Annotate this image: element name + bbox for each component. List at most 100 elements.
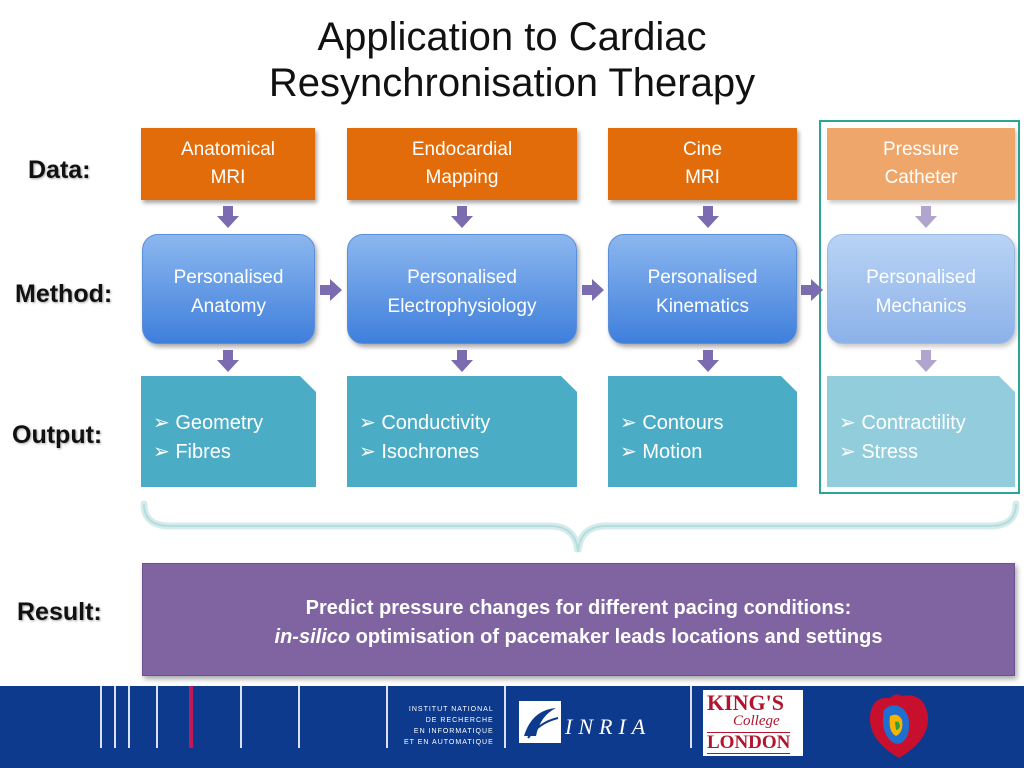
slide-title: Application to Cardiac Resynchronisation…	[0, 14, 1024, 106]
footer-divider	[690, 686, 692, 748]
curly-brace-icon	[140, 500, 1020, 553]
data-box-line-1: Endocardial	[411, 139, 513, 160]
arrow-down-icon	[451, 206, 473, 228]
result-line-1: Predict pressure changes for different p…	[305, 597, 852, 619]
output-box-anatomy: ➢ Geometry ➢ Fibres	[141, 376, 316, 487]
data-box-line-2: MRI	[685, 167, 720, 188]
method-box-mechanics: Personalised Mechanics	[827, 234, 1015, 344]
method-box-line-1: Personalised	[866, 267, 976, 288]
footer-bar: INSTITUT NATIONAL DE RECHERCHE EN INFORM…	[0, 686, 1024, 768]
footer-divider	[114, 686, 116, 748]
kcl-logo-line-2: College	[733, 713, 780, 729]
result-line-2: in-silico optimisation of pacemaker lead…	[143, 623, 1014, 652]
inria-institute-line: EN INFORMATIQUE	[413, 728, 494, 735]
output-item: ➢ Stress	[839, 438, 1015, 467]
data-box-line-2: Catheter	[884, 167, 958, 188]
output-item-label: Contractility	[861, 412, 966, 434]
title-line-1: Application to Cardiac	[317, 15, 707, 59]
arrow-right-icon	[320, 279, 342, 301]
output-item: ➢ Motion	[620, 438, 797, 467]
kcl-logo-line-1: KING'S	[707, 690, 785, 715]
row-label-method: Method:	[15, 280, 113, 308]
data-box-line-1: Anatomical	[181, 139, 275, 160]
row-label-output: Output:	[12, 421, 103, 449]
arrow-down-icon	[915, 206, 937, 228]
data-box-anatomical-mri: Anatomical MRI	[141, 128, 315, 200]
arrow-bullet-icon: ➢	[839, 441, 856, 463]
output-box-electrophysiology: ➢ Conductivity ➢ Isochrones	[347, 376, 577, 487]
method-box-line-1: Personalised	[647, 267, 758, 288]
footer-divider	[298, 686, 300, 748]
method-box-line-2: Anatomy	[191, 296, 266, 317]
output-item-label: Contours	[642, 412, 724, 434]
title-line-2: Resynchronisation Therapy	[268, 61, 756, 105]
data-box-line-2: Mapping	[425, 167, 499, 188]
data-box-line-1: Pressure	[882, 139, 960, 160]
inria-institute-line: INSTITUT NATIONAL	[408, 706, 494, 713]
data-box-pressure-catheter: Pressure Catheter	[827, 128, 1015, 200]
method-box-kinematics: Personalised Kinematics	[608, 234, 797, 344]
data-box-line-2: MRI	[210, 167, 246, 188]
output-item-label: Stress	[861, 441, 919, 463]
data-box-endocardial-mapping: Endocardial Mapping	[347, 128, 577, 200]
arrow-bullet-icon: ➢	[359, 412, 376, 434]
inria-emblem-icon	[519, 701, 561, 743]
arrow-bullet-icon: ➢	[839, 412, 856, 434]
output-item-label: Fibres	[175, 441, 231, 463]
output-item: ➢ Conductivity	[359, 409, 577, 438]
data-box-cine-mri: Cine MRI	[608, 128, 797, 200]
output-item-label: Geometry	[175, 412, 264, 434]
output-item-label: Conductivity	[381, 412, 491, 434]
arrow-down-icon	[915, 350, 937, 372]
method-box-anatomy: Personalised Anatomy	[142, 234, 315, 344]
mechanics-highlight-frame	[819, 120, 1020, 494]
heart-model-icon	[869, 694, 929, 758]
arrow-down-icon	[697, 350, 719, 372]
output-box-mechanics: ➢ Contractility ➢ Stress	[827, 376, 1015, 487]
result-line-2-rest: optimisation of pacemaker leads location…	[350, 626, 883, 648]
arrow-bullet-icon: ➢	[153, 441, 170, 463]
inria-wordmark: INRIA	[565, 714, 652, 739]
result-italic-term: in-silico	[274, 626, 351, 648]
method-box-line-2: Mechanics	[875, 296, 967, 317]
arrow-down-icon	[217, 350, 239, 372]
footer-divider	[156, 686, 158, 748]
method-box-electrophysiology: Personalised Electrophysiology	[347, 234, 577, 344]
footer-divider	[386, 686, 388, 748]
arrow-right-icon	[582, 279, 604, 301]
arrow-bullet-icon: ➢	[153, 412, 170, 434]
footer-accent-divider	[189, 686, 193, 748]
arrow-down-icon	[217, 206, 239, 228]
arrow-right-icon	[801, 279, 823, 301]
kcl-logo-line-3: LONDON	[707, 732, 791, 754]
inria-institute-line: DE RECHERCHE	[425, 717, 494, 724]
output-item: ➢ Geometry	[153, 409, 316, 438]
output-item-label: Motion	[642, 441, 703, 463]
output-item: ➢ Isochrones	[359, 438, 577, 467]
output-item: ➢ Contours	[620, 409, 797, 438]
output-item: ➢ Fibres	[153, 438, 316, 467]
method-box-line-2: Electrophysiology	[387, 296, 537, 317]
kcl-logo: KING'S College LONDON	[703, 690, 803, 756]
inria-institute-text: INSTITUT NATIONAL DE RECHERCHE EN INFORM…	[404, 704, 494, 748]
arrow-bullet-icon: ➢	[359, 441, 376, 463]
row-label-result: Result:	[17, 598, 102, 626]
arrow-bullet-icon: ➢	[620, 412, 637, 434]
data-box-line-1: Cine	[682, 139, 723, 160]
footer-divider	[128, 686, 130, 748]
row-label-data: Data:	[28, 156, 91, 184]
output-item-label: Isochrones	[381, 441, 480, 463]
method-box-line-2: Kinematics	[656, 296, 749, 317]
result-box: Predict pressure changes for different p…	[142, 563, 1015, 676]
footer-divider	[504, 686, 506, 748]
inria-institute-line: ET EN AUTOMATIQUE	[404, 739, 494, 746]
method-box-line-1: Personalised	[407, 267, 517, 288]
arrow-down-icon	[451, 350, 473, 372]
output-item: ➢ Contractility	[839, 409, 1015, 438]
footer-divider	[240, 686, 242, 748]
footer-divider	[100, 686, 102, 748]
arrow-down-icon	[697, 206, 719, 228]
output-box-kinematics: ➢ Contours ➢ Motion	[608, 376, 797, 487]
arrow-bullet-icon: ➢	[620, 441, 637, 463]
method-box-line-1: Personalised	[173, 267, 284, 288]
